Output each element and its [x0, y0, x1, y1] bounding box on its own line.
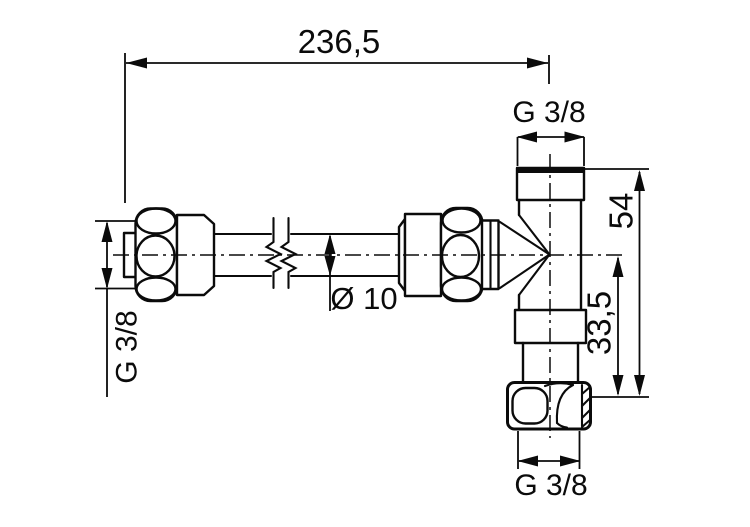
bottom-nut-top-curve: [543, 382, 575, 388]
hose: [212, 216, 400, 290]
bottom-nut-bottom-curve: [555, 421, 569, 429]
dim-thread-top: G 3/8: [512, 96, 586, 166]
arrowhead-down: [324, 256, 336, 276]
arrowhead-left: [126, 57, 147, 69]
arrowhead-left: [517, 455, 538, 467]
height-total-label: 54: [603, 193, 640, 230]
cone-line-lower-inner: [517, 253, 551, 297]
dim-height-to-center: 33,5: [581, 256, 624, 396]
arrowhead-up: [101, 221, 113, 242]
arrowhead-left: [516, 131, 537, 143]
dim-thread-left: G 3/8: [95, 220, 144, 397]
bottom-nut-outline: [506, 381, 592, 431]
thread-top-label: G 3/8: [512, 96, 585, 129]
cone-line-lower-outer: [498, 253, 551, 290]
left-fitting-sleeve: [175, 213, 216, 297]
arrowhead-down: [634, 375, 645, 396]
center-lines: [113, 154, 625, 438]
left-hex-flat-top: [135, 207, 177, 235]
bottom-nut-left-flat: [511, 386, 549, 425]
break-line-left: [264, 216, 283, 290]
cone-line-upper-outer: [498, 220, 551, 256]
overall-length-label: 236,5: [298, 23, 381, 60]
thread-bottom-label: G 3/8: [514, 469, 587, 502]
arrowhead-right: [560, 455, 581, 467]
right-hex-flat-top: [441, 207, 482, 234]
break-line-right: [279, 216, 298, 290]
hose-diameter-label: Ø 10: [330, 281, 397, 316]
valve-inlet-cone: [498, 213, 551, 297]
arrowhead-right: [527, 57, 548, 69]
left-hex-flat-bottom: [135, 276, 177, 302]
arrowhead-down: [101, 268, 113, 289]
arrowhead-up: [634, 170, 645, 191]
valve-collar: [513, 308, 588, 345]
dim-thread-bottom: G 3/8: [514, 431, 588, 502]
arrowhead-up: [612, 256, 624, 277]
dim-hose-diameter: Ø 10: [324, 234, 398, 316]
hose-break-symbol: [264, 216, 298, 290]
height-to-center-label: 33,5: [581, 291, 618, 355]
angle-valve-body: [498, 166, 592, 431]
thread-left-label: G 3/8: [111, 310, 144, 383]
arrowhead-down: [612, 375, 624, 396]
cone-line-upper-inner: [517, 213, 551, 256]
arrowhead-right: [564, 131, 585, 143]
bottom-nut-hatching: [580, 385, 592, 429]
dim-overall-length: 236,5: [124, 23, 550, 203]
arrowhead-up: [324, 234, 336, 254]
dim-height-total: 54: [584, 168, 649, 398]
bottom-union-nut: [506, 381, 592, 431]
bottom-nut-right-curve: [555, 383, 575, 425]
